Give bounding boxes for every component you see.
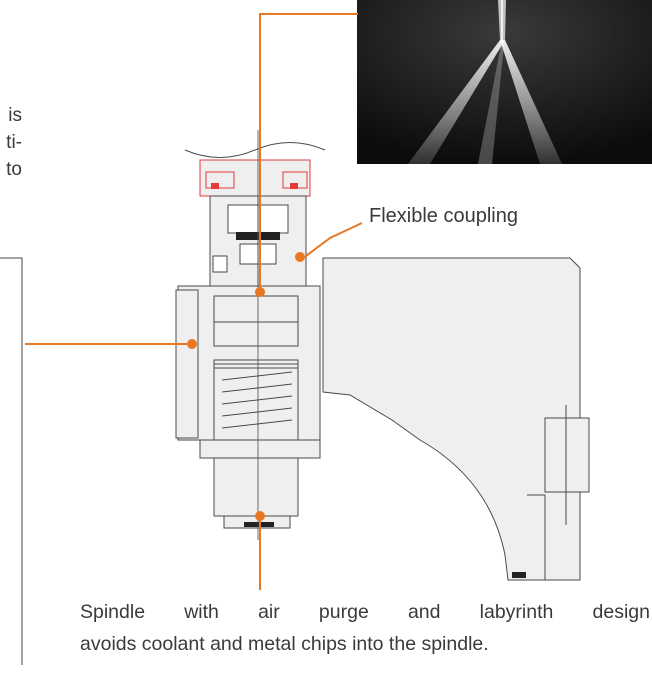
left-text-bracket <box>0 257 23 665</box>
callout-lines <box>25 13 363 590</box>
mount-bracket <box>512 405 590 580</box>
spindle-body <box>175 285 321 459</box>
photo-callout-line <box>259 13 358 292</box>
spindle-nose <box>213 457 299 529</box>
flexible-coupling-label: Flexible coupling <box>369 205 518 227</box>
callout-dots <box>187 252 305 521</box>
coolant-spray-photo <box>357 0 652 164</box>
coupling-callout-line <box>305 222 363 257</box>
machine-casting <box>322 257 581 581</box>
left-text-fragment: is ti- to <box>0 102 22 183</box>
spindle-caption-line: Spindle with air purge and labyrinth des… <box>80 601 650 623</box>
motor-top <box>184 142 326 197</box>
left-text-line: to <box>6 159 22 180</box>
left-text-line: ti- <box>6 132 22 153</box>
spindle-caption-line: avoids coolant and metal chips into the … <box>80 633 489 655</box>
left-text-line: is <box>8 105 22 126</box>
spindle-caption: Spindle with air purge and labyrinth des… <box>80 596 650 660</box>
